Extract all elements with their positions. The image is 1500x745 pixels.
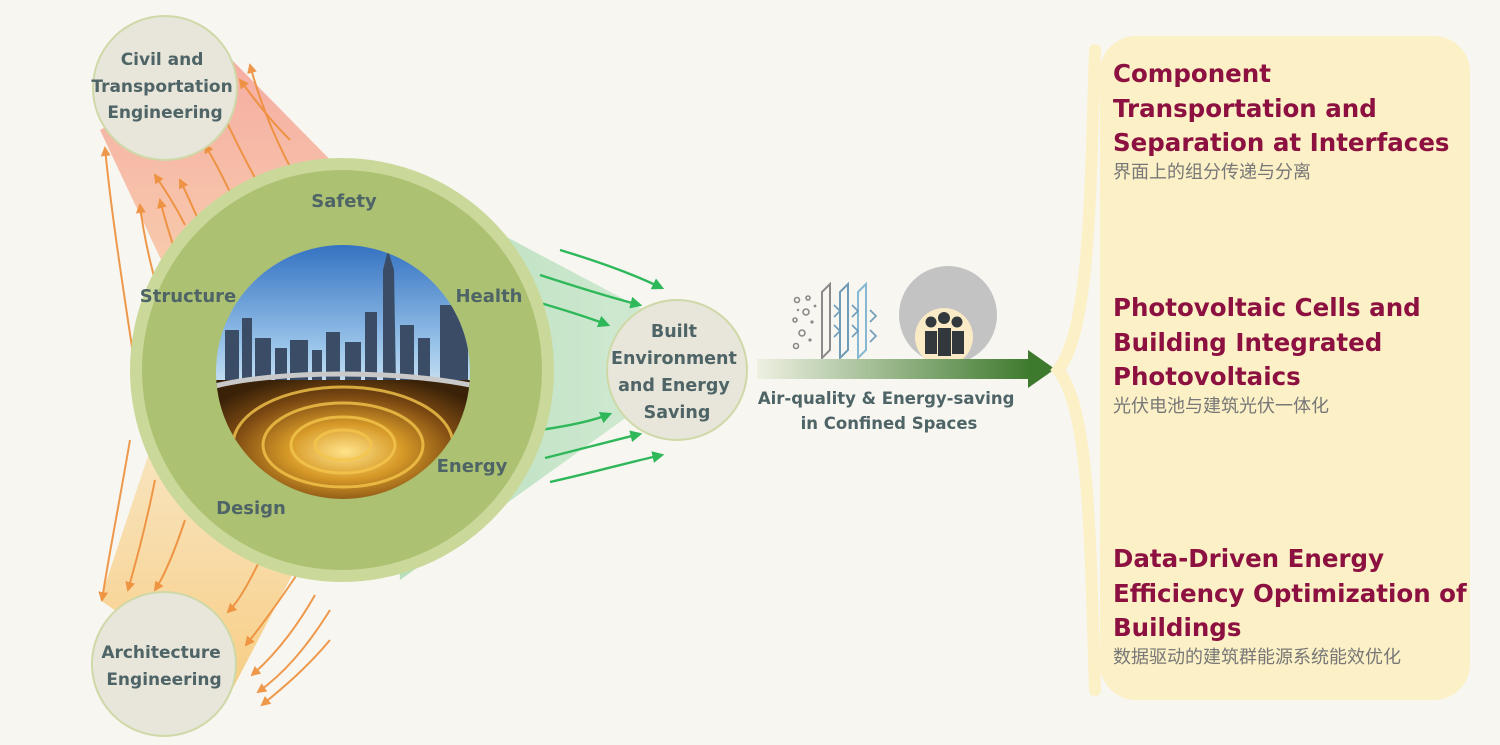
- main-arrow: [757, 350, 1055, 388]
- ring-label-safety: Safety: [311, 191, 377, 212]
- topic-title-line: Data-Driven Energy: [1113, 544, 1385, 573]
- confined-spaces-caption: Air-quality & Energy-saving in Confined …: [758, 389, 1020, 433]
- people-group-icon: [899, 266, 997, 366]
- topic-subtitle: 界面上的组分传递与分离: [1113, 161, 1311, 183]
- topic-subtitle: 光伏电池与建筑光伏一体化: [1113, 395, 1329, 417]
- topic-title-line: Component: [1113, 59, 1271, 88]
- curly-brace: [1050, 44, 1101, 696]
- particle-filter-icon: [792, 281, 878, 361]
- ring-label-health: Health: [455, 286, 522, 307]
- topic-title-line: Photovoltaics: [1113, 362, 1301, 391]
- topic-photovoltaics: Photovoltaic Cells and Building Integrat…: [1113, 291, 1473, 419]
- ring-label-structure: Structure: [140, 286, 236, 307]
- architecture-engineering-circle: [91, 591, 237, 737]
- topic-title-line: Buildings: [1113, 613, 1242, 642]
- topic-title-line: Efficiency Optimization of: [1113, 578, 1467, 608]
- civil-engineering-label: Civil and Transportation Engineering: [91, 50, 238, 123]
- topic-title: Photovoltaic Cells and Building Integrat…: [1113, 291, 1473, 395]
- topic-title-line: Photovoltaic Cells and: [1113, 293, 1421, 322]
- built-environment-label: Built Environment and Energy Saving: [611, 322, 743, 423]
- civil-engineering-circle: [92, 15, 238, 161]
- architecture-engineering-label: Architecture Engineering: [101, 643, 226, 690]
- research-topics-panel: [1100, 36, 1470, 700]
- topic-data-driven: Data-Driven Energy Efficiency Optimizati…: [1113, 542, 1473, 670]
- topic-title: Component Transportation and Separation …: [1113, 57, 1473, 161]
- topic-title-line: Transportation and: [1113, 93, 1377, 123]
- topic-title: Data-Driven Energy Efficiency Optimizati…: [1113, 542, 1473, 646]
- topic-title-line: Building Integrated: [1113, 327, 1383, 357]
- topic-component-transport: Component Transportation and Separation …: [1113, 57, 1473, 185]
- ring-label-design: Design: [216, 498, 286, 519]
- orange-arrows-down: [98, 439, 331, 707]
- topic-subtitle: 数据驱动的建筑群能源系统能效优化: [1113, 646, 1401, 668]
- topic-title-line: Separation at Interfaces: [1113, 128, 1450, 157]
- built-environment-circle: [606, 299, 748, 441]
- ring-label-energy: Energy: [437, 456, 508, 477]
